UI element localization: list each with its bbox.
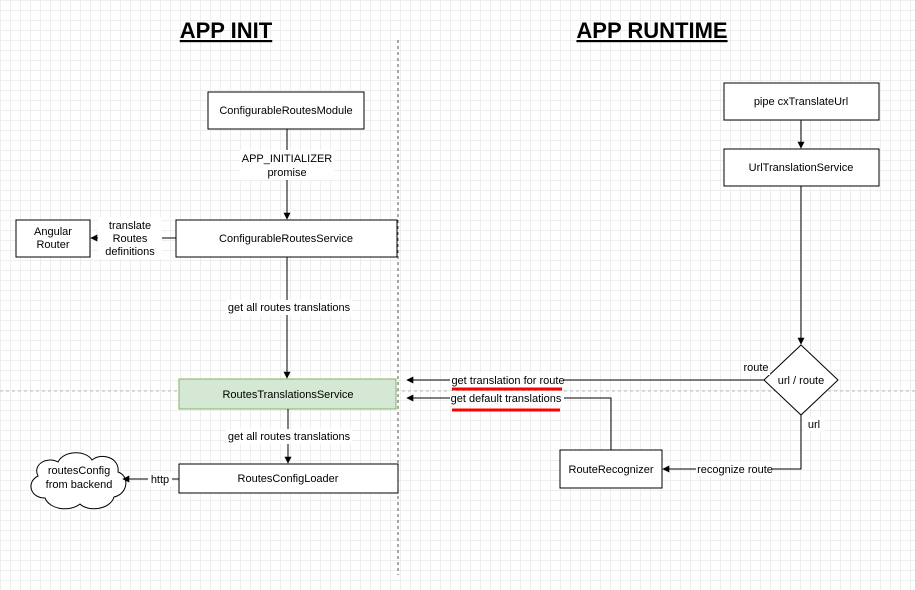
- configurable-routes-service-node[interactable]: ConfigurableRoutesService: [175, 219, 398, 258]
- get-default-translations-label: get default translations: [451, 393, 562, 405]
- edge-decision-route-to-translations: get translation for route route: [406, 361, 770, 391]
- pipe-cx-translate-url-label: pipe cxTranslateUrl: [754, 96, 848, 108]
- pipe-cx-translate-url-node[interactable]: pipe cxTranslateUrl: [723, 82, 880, 121]
- url-translation-service-label: UrlTranslationService: [749, 162, 854, 174]
- get-all-routes-label-2: get all routes translations: [228, 431, 351, 443]
- url-label: url: [808, 419, 820, 431]
- configurable-routes-service-label: ConfigurableRoutesService: [219, 233, 353, 245]
- get-translation-for-route-label: get translation for route: [451, 375, 564, 387]
- edge-module-to-service: APP_INITIALIZER promise: [240, 129, 334, 220]
- angular-router-label-line1: Angular: [34, 226, 72, 238]
- app-initializer-label-line1: APP_INITIALIZER: [242, 153, 333, 165]
- edge-recognizer-to-translations: get default translations: [406, 391, 612, 450]
- edge-translations-to-loader: get all routes translations: [226, 409, 352, 464]
- translate-label-line2: Routes: [113, 233, 148, 245]
- url-route-decision-node[interactable]: url / route: [763, 344, 839, 416]
- route-recognizer-node[interactable]: RouteRecognizer: [559, 449, 663, 489]
- recognize-route-label: recognize route: [697, 464, 773, 476]
- edge-service-to-translations: get all routes translations: [226, 257, 352, 379]
- routes-translations-service-label: RoutesTranslationsService: [222, 389, 353, 401]
- routes-config-loader-node[interactable]: RoutesConfigLoader: [178, 463, 399, 494]
- url-translation-service-node[interactable]: UrlTranslationService: [723, 148, 880, 187]
- app-initializer-label-line2: promise: [267, 167, 306, 179]
- get-all-routes-label-1: get all routes translations: [228, 302, 351, 314]
- configurable-routes-module-label: ConfigurableRoutesModule: [219, 105, 352, 117]
- app-init-title: APP INIT: [180, 18, 273, 43]
- translate-label-line3: definitions: [105, 246, 155, 258]
- routes-config-cloud-line2: from backend: [46, 479, 113, 491]
- routes-translations-service-node[interactable]: RoutesTranslationsService: [178, 378, 397, 410]
- angular-router-node[interactable]: Angular Router: [15, 219, 91, 258]
- route-recognizer-label: RouteRecognizer: [569, 464, 654, 476]
- angular-router-label-line2: Router: [36, 239, 69, 251]
- routes-config-cloud-line1: routesConfig: [48, 465, 110, 477]
- app-runtime-title: APP RUNTIME: [576, 18, 727, 43]
- routes-config-cloud-node[interactable]: routesConfig from backend: [30, 452, 127, 510]
- http-label: http: [151, 474, 169, 486]
- routes-config-loader-label: RoutesConfigLoader: [238, 473, 339, 485]
- edge-service-to-router: translate Routes definitions: [90, 217, 176, 259]
- configurable-routes-module-node[interactable]: ConfigurableRoutesModule: [207, 91, 365, 130]
- edge-loader-to-cloud: http: [122, 472, 179, 486]
- url-route-decision-label: url / route: [778, 375, 824, 387]
- translate-label-line1: translate: [109, 220, 151, 232]
- route-label: route: [743, 362, 768, 374]
- edge-decision-url-to-recognizer: url recognize route: [662, 415, 824, 476]
